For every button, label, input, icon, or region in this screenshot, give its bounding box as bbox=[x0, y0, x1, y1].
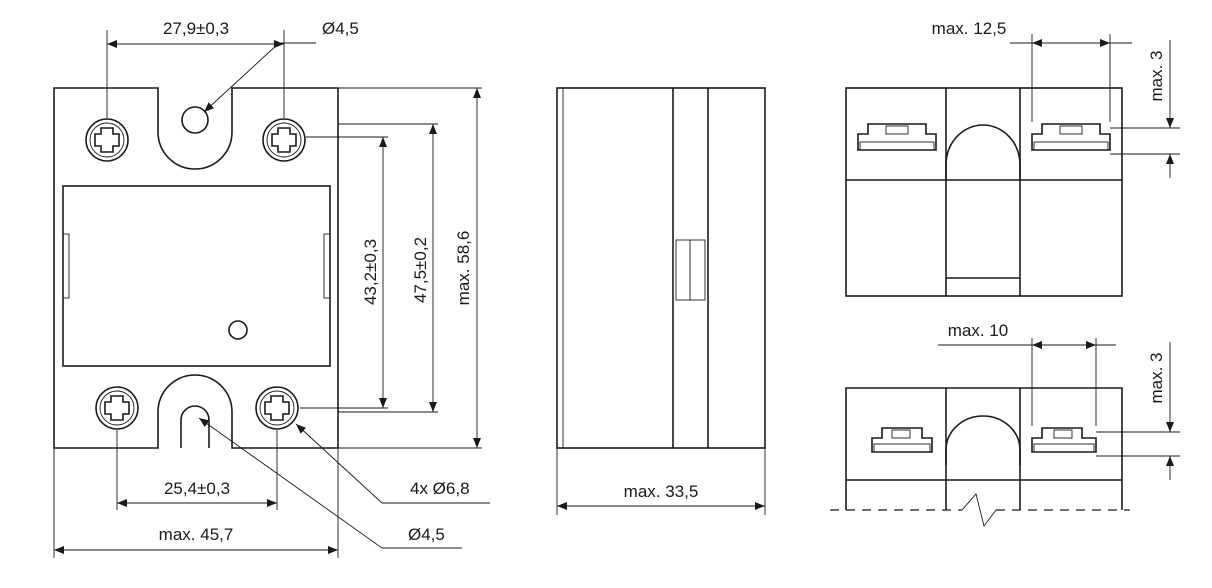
terminal-left-bottom bbox=[871, 427, 933, 453]
dim-max-width-terminal-top: max. 12,5 bbox=[932, 19, 1007, 38]
side-latch bbox=[675, 239, 706, 301]
dim-screw-diameter: 4x Ø6,8 bbox=[410, 479, 470, 498]
side-housing-outline bbox=[556, 87, 766, 449]
dim-hole-spacing-top: 27,9±0,3 bbox=[163, 19, 229, 38]
left-clip bbox=[62, 233, 70, 299]
dim-outer-vertical: 47,5±0,2 bbox=[411, 237, 430, 303]
dim-max-height: max. 58,6 bbox=[454, 231, 473, 306]
dim-top-hole-diameter: Ø4,5 bbox=[322, 19, 359, 38]
dim-max-width-terminal-bottom: max. 10 bbox=[948, 321, 1008, 340]
screw-top-left bbox=[85, 118, 129, 162]
side-view: max. 33,5 bbox=[556, 87, 766, 515]
screw-bottom-left bbox=[95, 386, 139, 430]
dim-hole-spacing-bottom: 25,4±0,3 bbox=[164, 479, 230, 498]
right-clip bbox=[323, 233, 331, 299]
dim-max-width-front: max. 45,7 bbox=[159, 525, 234, 544]
dim-hole-spacing-vertical: 43,2±0,3 bbox=[361, 239, 380, 305]
terminal-right-top bbox=[1031, 123, 1111, 151]
terminal-right-bottom bbox=[1031, 427, 1097, 453]
terminal-view-top: max. 12,5 max. 3 bbox=[845, 19, 1180, 297]
dim-bottom-slot-diameter: Ø4,5 bbox=[408, 525, 445, 544]
bottom-mounting-slot bbox=[180, 405, 210, 448]
dim-max-depth: max. 33,5 bbox=[624, 482, 699, 501]
led-indicator bbox=[228, 320, 248, 340]
screw-top-right bbox=[262, 118, 306, 162]
front-label-area bbox=[62, 185, 331, 367]
dim-max-height-terminal-bottom: max. 3 bbox=[1147, 352, 1166, 403]
terminal-bottom-outline bbox=[845, 387, 1123, 510]
terminal-top-outline bbox=[845, 87, 1123, 297]
terminal-left-top bbox=[857, 123, 937, 151]
top-mounting-hole bbox=[181, 106, 209, 134]
terminal-view-bottom: max. 10 max. 3 bbox=[830, 321, 1180, 528]
dim-max-height-terminal-top: max. 3 bbox=[1147, 50, 1166, 101]
screw-bottom-right bbox=[255, 386, 299, 430]
front-view: 27,9±0,3 Ø4,5 43,2±0,3 47,5±0,2 max. 58,… bbox=[53, 19, 490, 558]
